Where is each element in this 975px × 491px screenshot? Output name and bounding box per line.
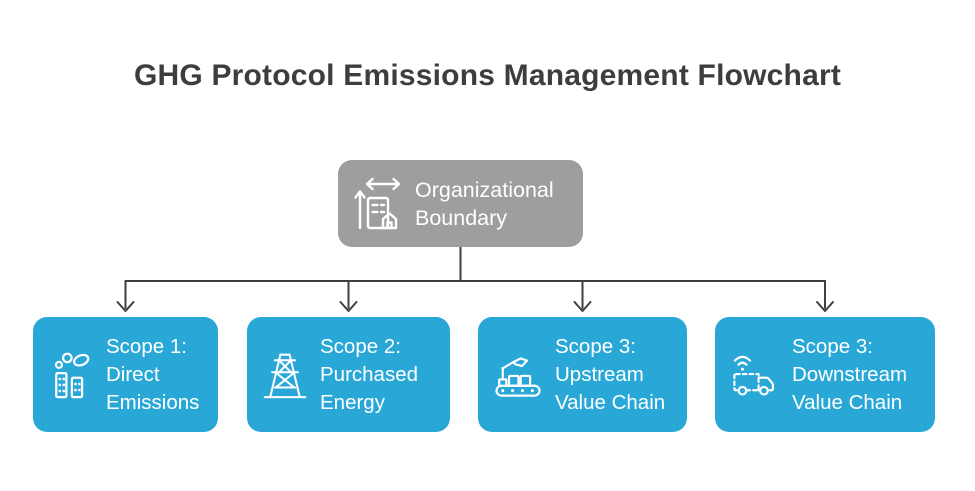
power-tower-icon xyxy=(263,353,307,398)
node-label: Scope 3: Upstream Value Chain xyxy=(555,333,665,417)
node-label-line3: Value Chain xyxy=(792,390,903,414)
node-label-line1: Scope 3: xyxy=(555,334,636,358)
node-scope3-upstream-value-chain: Scope 3: Upstream Value Chain xyxy=(478,317,687,432)
node-label-line3: Energy xyxy=(320,390,385,414)
node-label-line2: Direct xyxy=(106,362,160,386)
node-label-line3: Emissions xyxy=(106,390,200,414)
node-label-line2: Purchased xyxy=(320,362,419,386)
root-node-label: Organizational Boundary xyxy=(415,176,554,232)
node-label-line1: Scope 1: xyxy=(106,334,187,358)
node-label-line1: Scope 3: xyxy=(792,334,873,358)
organizational-boundary-icon xyxy=(354,177,401,229)
conveyor-robot-icon xyxy=(495,356,541,397)
node-organizational-boundary: Organizational Boundary xyxy=(338,160,583,247)
flowchart-title: GHG Protocol Emissions Management Flowch… xyxy=(133,59,842,92)
root-node-label-line1: Organizational xyxy=(415,177,554,202)
root-node-label-line2: Boundary xyxy=(415,205,508,230)
node-label-line2: Upstream xyxy=(555,362,644,386)
node-label-line2: Downstream xyxy=(792,362,908,386)
node-scope2-purchased-energy: Scope 2: Purchased Energy xyxy=(247,317,450,432)
node-label-line3: Value Chain xyxy=(555,390,666,414)
node-scope3-downstream-value-chain: Scope 3: Downstream Value Chain xyxy=(715,317,935,432)
delivery-truck-icon xyxy=(733,355,775,396)
node-label: Scope 3: Downstream Value Chain xyxy=(792,333,907,417)
node-label: Scope 2: Purchased Energy xyxy=(320,333,418,417)
node-label-line1: Scope 2: xyxy=(320,334,401,358)
factory-emissions-icon xyxy=(54,352,90,398)
node-label: Scope 1: Direct Emissions xyxy=(106,333,199,417)
node-scope1-direct-emissions: Scope 1: Direct Emissions xyxy=(33,317,218,432)
